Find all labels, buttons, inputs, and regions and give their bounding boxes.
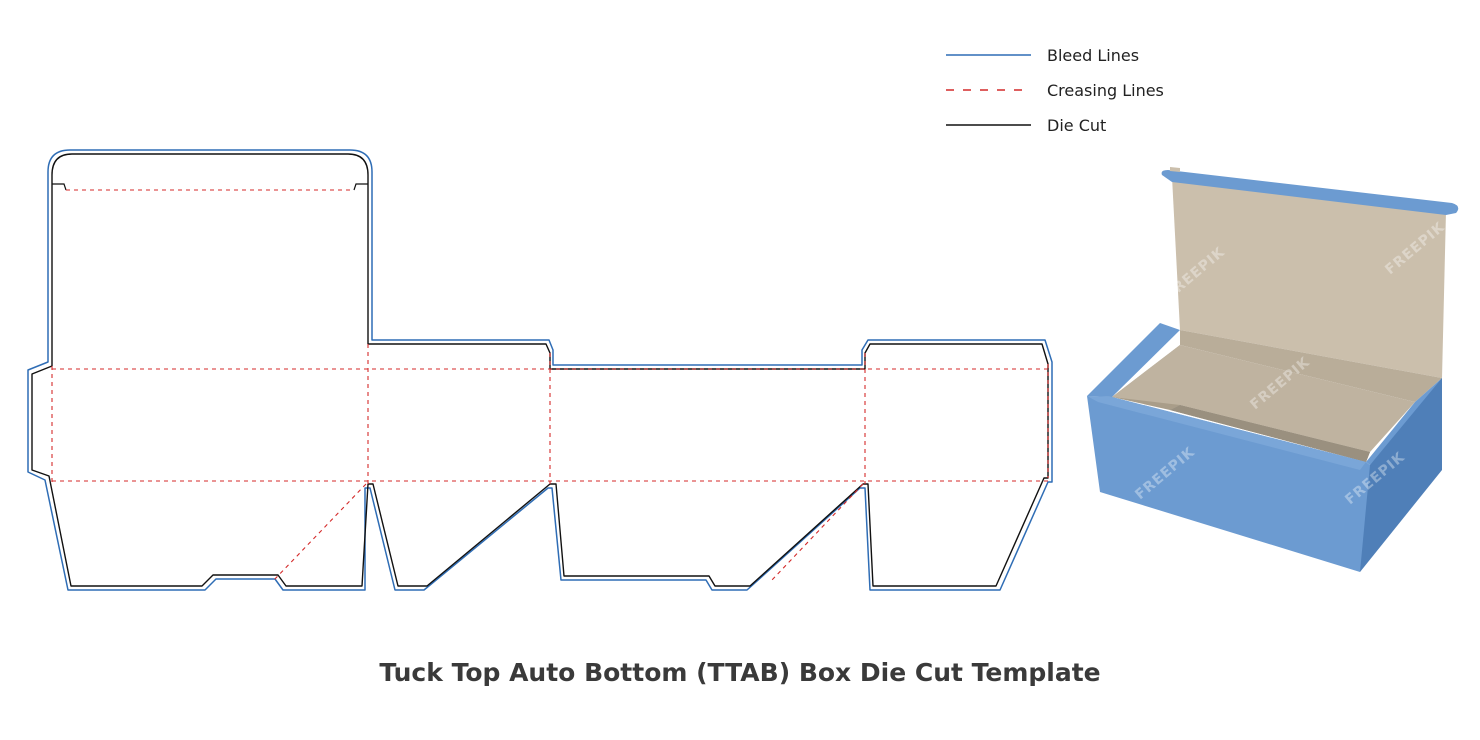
diagram-caption: Tuck Top Auto Bottom (TTAB) Box Die Cut …: [379, 658, 1100, 687]
box-front-rim: [1087, 396, 1366, 470]
legend-item-die-cut: Die Cut: [946, 116, 1106, 135]
bleed-outline: [27, 149, 1053, 591]
box-inner-flap-right: [1366, 378, 1442, 465]
legend: Bleed Lines Creasing Lines Die Cut: [946, 46, 1164, 135]
die-cut-outline: [31, 153, 1049, 587]
box-interior-floor-light: [1112, 345, 1415, 452]
creasing-lines: [51, 189, 1049, 581]
box-lid-rim: [1161, 170, 1459, 215]
box-interior-floor-shadow: [1170, 405, 1370, 462]
box-lid-inner: [1172, 177, 1446, 378]
box-front-face: [1087, 388, 1442, 572]
box-interior-back: [1180, 330, 1442, 402]
legend-item-creasing-lines: Creasing Lines: [946, 81, 1164, 100]
box-side-flap-left: [1087, 323, 1180, 397]
legend-label-bleed: Bleed Lines: [1047, 46, 1139, 65]
box-right-face: [1360, 378, 1442, 572]
box-lid-tab: [1170, 167, 1180, 172]
crease-diagonal-2: [771, 483, 864, 581]
crease-diagonal-1: [273, 483, 367, 581]
flat-template: [27, 149, 1053, 591]
legend-label-die-cut: Die Cut: [1047, 116, 1106, 135]
top-flap-notch-left: [52, 183, 67, 191]
legend-item-bleed-lines: Bleed Lines: [946, 46, 1139, 65]
top-flap-notch-right: [353, 183, 368, 191]
box-3d-illustration: FREEPIK FREEPIK FREEPIK FREEPIK FREEPIK: [1087, 167, 1459, 572]
legend-label-creasing: Creasing Lines: [1047, 81, 1164, 100]
